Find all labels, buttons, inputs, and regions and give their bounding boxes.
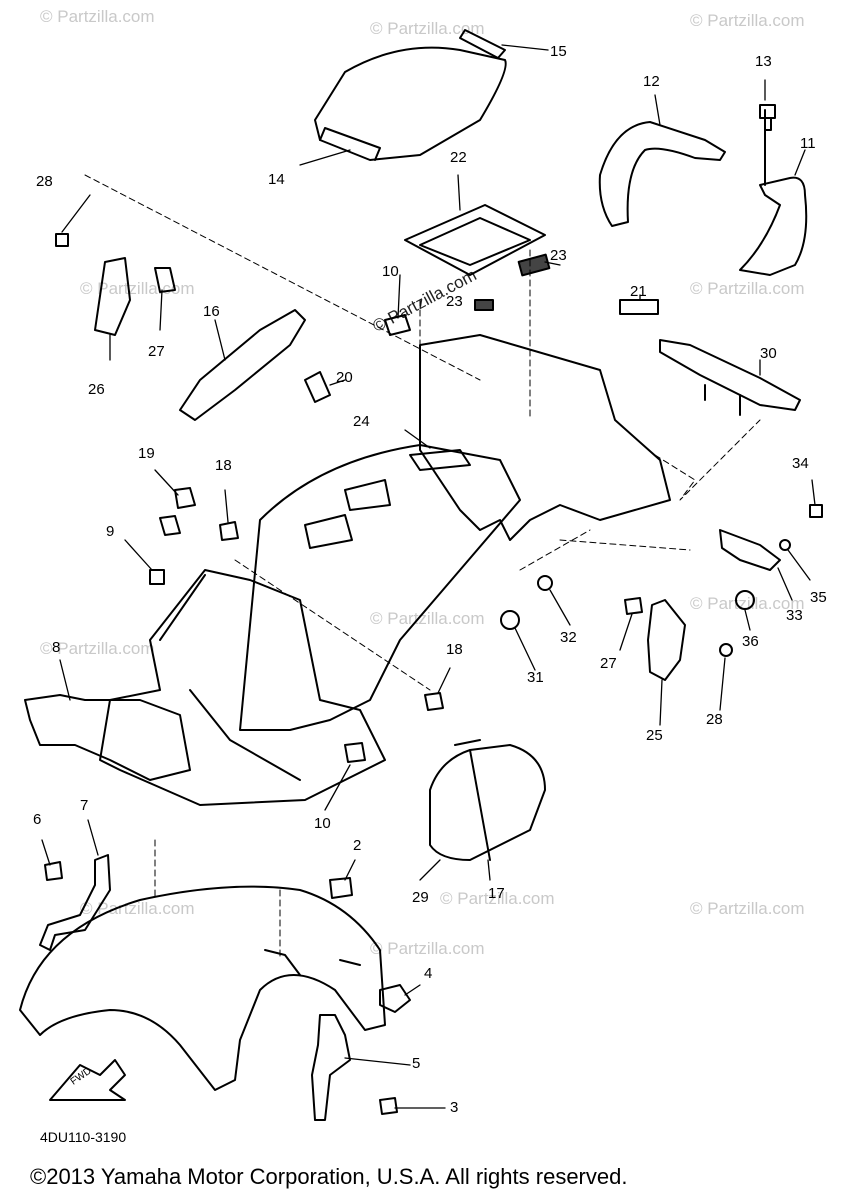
part-number-10b: 10 [314, 815, 331, 832]
side-rail-part [739, 109, 808, 276]
watermark: © Partzilla.com [690, 594, 805, 613]
part-number-18b: 18 [446, 641, 463, 658]
battery-box [99, 569, 386, 806]
part-number-27: 27 [148, 343, 165, 360]
part-number-12: 12 [643, 73, 660, 90]
part-number-32: 32 [560, 629, 577, 646]
part-number-26: 26 [88, 381, 105, 398]
part-number-33: 33 [786, 607, 803, 624]
nut-28b [719, 643, 733, 657]
part-number-23: 23 [550, 247, 567, 264]
part-number-36: 36 [742, 633, 759, 650]
nut-36 [735, 590, 755, 610]
part-number-31: 31 [527, 669, 544, 686]
watermark: © Partzilla.com [370, 939, 485, 958]
watermark: © Partzilla.com [690, 899, 805, 918]
front-fender [19, 885, 386, 1091]
part-number-27b: 27 [600, 655, 617, 672]
part-number-15: 15 [550, 43, 567, 60]
bolt-18b [424, 692, 444, 711]
fwd-arrow-icon [49, 1059, 126, 1101]
bracket-7 [39, 854, 111, 951]
watermark: © Partzilla.com [370, 609, 485, 628]
bolt-19b [159, 515, 181, 536]
part-number-14: 14 [268, 171, 285, 188]
nut-28 [55, 233, 69, 247]
part-number-17: 17 [488, 885, 505, 902]
bolt-2 [329, 877, 353, 899]
part-number-30: 30 [760, 345, 777, 362]
part-number-35: 35 [810, 589, 827, 606]
nut-9 [149, 569, 165, 585]
part-number-4: 4 [424, 965, 433, 982]
pad-23b [474, 299, 494, 311]
block-21 [619, 299, 659, 315]
part-number-21: 21 [630, 283, 647, 300]
part-number-19: 19 [138, 445, 155, 462]
watermark: © Partzilla.com [440, 889, 555, 908]
tray-plate-part [404, 204, 546, 276]
part-number-20: 20 [336, 369, 353, 386]
bracket-33 [719, 529, 781, 571]
part-number-16: 16 [203, 303, 220, 320]
part-number-3: 3 [450, 1099, 459, 1116]
pad-23 [517, 253, 551, 277]
bolt-6 [44, 861, 63, 881]
fastener-4 [379, 984, 411, 1013]
part-number-25: 25 [646, 727, 663, 744]
copyright-notice: ©2013 Yamaha Motor Corporation, U.S.A. A… [30, 1164, 628, 1189]
bolt-34 [809, 504, 823, 518]
bolt-3 [379, 1097, 398, 1115]
watermark: © Partzilla.com [690, 11, 805, 30]
part-number-23b: 23 [446, 293, 463, 310]
flap-8 [24, 694, 191, 781]
part-number-11: 11 [800, 135, 816, 152]
bolt-27b [624, 597, 643, 615]
watermark: © Partzilla.com [40, 639, 155, 658]
plate-26 [94, 257, 131, 336]
watermark: © Partzilla.com [80, 279, 195, 298]
watermark: © Partzilla.com [370, 19, 485, 38]
part-number-28: 28 [36, 173, 53, 190]
part-number-13: 13 [755, 53, 772, 70]
part-number-22: 22 [450, 149, 467, 166]
bolt-10 [344, 742, 366, 763]
clip-20 [304, 371, 331, 403]
part-number-8: 8 [52, 639, 61, 656]
part-number-6: 6 [33, 811, 42, 828]
washer-32 [537, 575, 553, 591]
tool-bag-29 [429, 739, 546, 861]
bolt-18 [219, 521, 239, 541]
part-number-18: 18 [215, 457, 232, 474]
plate-25 [647, 599, 686, 681]
part-number-34: 34 [792, 455, 809, 472]
bolt-27 [154, 267, 176, 293]
part-number-5: 5 [412, 1055, 421, 1072]
bracket-30 [659, 339, 801, 416]
rear-fender-body [239, 334, 671, 731]
part-number-29: 29 [412, 889, 429, 906]
seat-cover-part [314, 29, 507, 161]
watermark: © Partzilla.com [690, 279, 805, 298]
part-number-9: 9 [106, 523, 115, 540]
part-number-24: 24 [353, 413, 370, 430]
band-16 [179, 309, 306, 421]
bracket-5 [311, 1014, 351, 1121]
watermark: © Partzilla.com [40, 7, 155, 26]
bolt-13 [759, 104, 776, 131]
grab-handle-part [598, 121, 726, 227]
part-number-7: 7 [80, 797, 89, 814]
watermark: © Partzilla.com [80, 899, 195, 918]
part-number-28b: 28 [706, 711, 723, 728]
part-number-10: 10 [382, 263, 399, 280]
bolt-19 [174, 487, 196, 509]
nut-31 [500, 610, 520, 630]
part-number-2: 2 [353, 837, 362, 854]
washer-35 [779, 539, 791, 551]
drawing-code: 4DU110-3190 [40, 1129, 127, 1145]
